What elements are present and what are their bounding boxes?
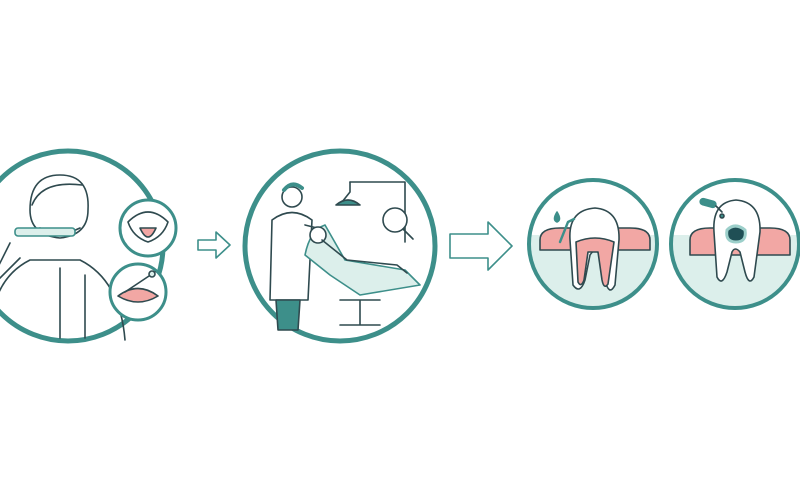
step-home-care	[0, 148, 178, 344]
water-drop-icon	[553, 211, 561, 223]
dentist-icon	[269, 182, 326, 331]
magnifier-icon	[382, 207, 414, 240]
person-brushing-teeth-icon	[0, 174, 126, 341]
arrow-right-icon	[197, 231, 231, 259]
step-circle	[527, 178, 659, 310]
patient-in-chair-icon	[304, 224, 421, 326]
step-dental-visit	[242, 148, 438, 344]
dental-probe-icon	[699, 197, 725, 219]
dental-mirror-icon	[117, 270, 159, 303]
scaler-icon	[558, 217, 576, 244]
tongue-icon	[127, 211, 169, 243]
tooth-with-gum-inflammation-icon	[569, 207, 620, 291]
arrow-right-icon	[449, 221, 513, 271]
step-tooth-decay	[669, 178, 800, 310]
dental-lamp-icon	[335, 181, 406, 243]
step-gum-disease	[527, 178, 659, 310]
tooth-with-cavity-icon	[713, 199, 761, 282]
step-circle	[669, 178, 800, 310]
